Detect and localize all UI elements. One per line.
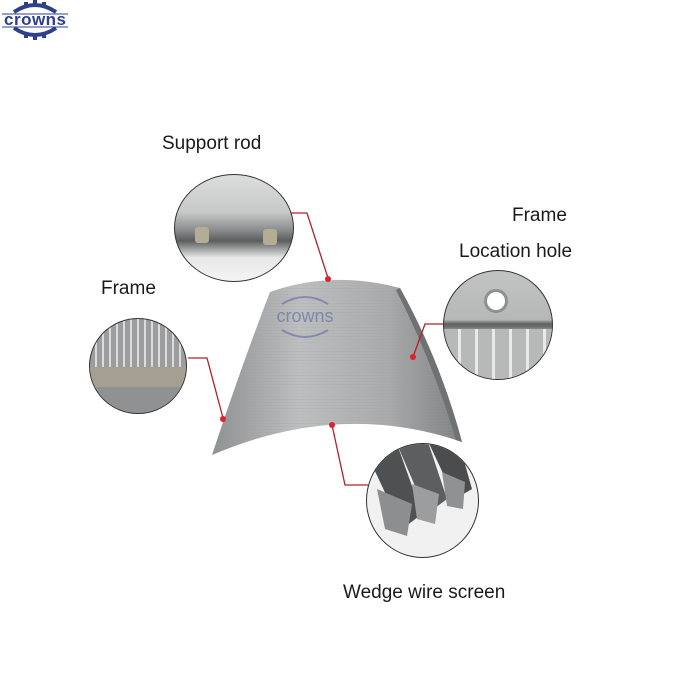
detail-location-hole bbox=[443, 270, 553, 380]
logo-text: crowns bbox=[4, 10, 67, 29]
wedge-wire-profile-icon bbox=[367, 444, 472, 536]
label-wedge-wire-screen: Wedge wire screen bbox=[343, 582, 506, 603]
svg-text:crowns: crowns bbox=[276, 306, 333, 326]
label-location-hole: Location hole bbox=[459, 241, 573, 262]
location-hole-icon bbox=[484, 289, 508, 313]
gear-icon bbox=[2, 0, 68, 40]
support-rod-clip bbox=[263, 229, 277, 245]
detail-wedge-wire bbox=[366, 443, 479, 558]
frame-bar bbox=[90, 367, 186, 387]
detail-frame-left bbox=[89, 318, 187, 414]
detail-support-rod bbox=[174, 174, 294, 282]
crowns-logo: crowns bbox=[0, 0, 70, 40]
label-frame-left: Frame bbox=[101, 278, 156, 299]
label-frame-right: Frame bbox=[512, 205, 567, 226]
support-rod-clip bbox=[195, 227, 209, 243]
label-support-rod: Support rod bbox=[162, 133, 262, 154]
